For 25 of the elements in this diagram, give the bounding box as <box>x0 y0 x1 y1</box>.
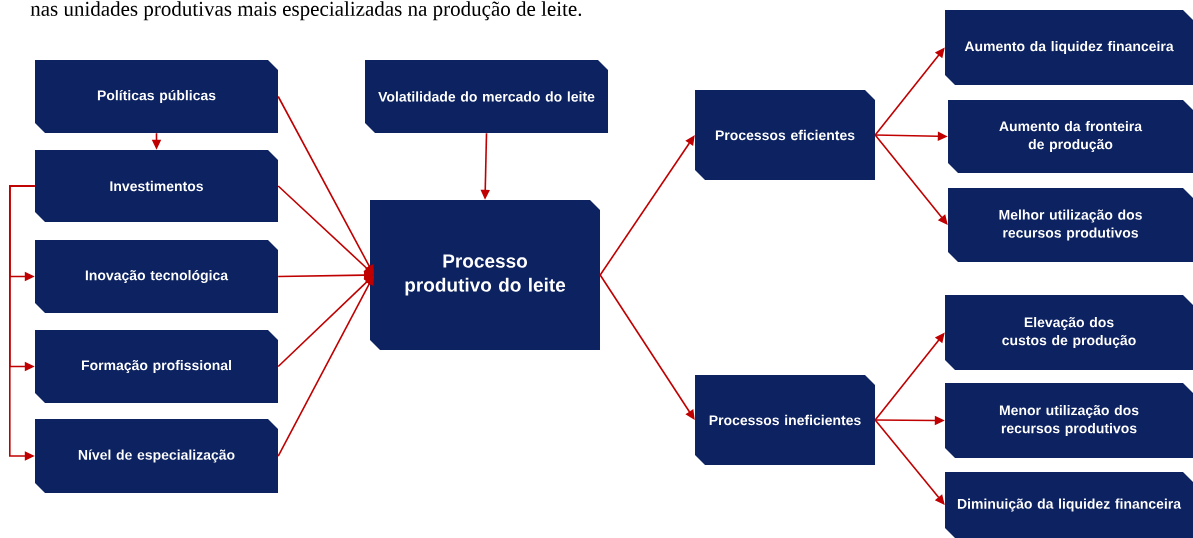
heading-text: nas unidades produtivas mais especializadas na produção de leite. <box>30 1 582 21</box>
arrow <box>599 135 695 276</box>
process-box: Diminuição da liquidez financeira <box>945 472 1193 538</box>
process-box: Menor utilização dos recursos produtivos <box>945 383 1193 458</box>
arrow <box>599 274 695 420</box>
process-box: Aumento da liquidez financeira <box>945 10 1193 85</box>
process-box: Elevação dos custos de produção <box>945 295 1193 370</box>
arrow <box>277 185 374 275</box>
process-box: Formação profissional <box>35 330 278 403</box>
arrow <box>277 275 374 457</box>
process-box: Políticas públicas <box>35 60 278 133</box>
arrow <box>874 419 945 505</box>
process-box: Aumento da fronteira de produção <box>948 100 1193 173</box>
arrow <box>9 185 36 461</box>
arrow <box>277 275 374 368</box>
process-box: Volatilidade do mercado do leite <box>365 60 608 133</box>
process-box: Processos ineficientes <box>695 375 875 465</box>
process-box: Nível de especialização <box>35 419 278 493</box>
process-box: Inovação tecnológica <box>35 240 278 313</box>
process-box: Investimentos <box>35 150 278 222</box>
process-box: Processos eficientes <box>695 90 875 180</box>
process-box: Processo produtivo do leite <box>370 200 600 350</box>
arrow <box>874 134 948 225</box>
arrow <box>277 95 374 275</box>
process-box: Melhor utilização dos recursos produtivos <box>948 188 1193 262</box>
